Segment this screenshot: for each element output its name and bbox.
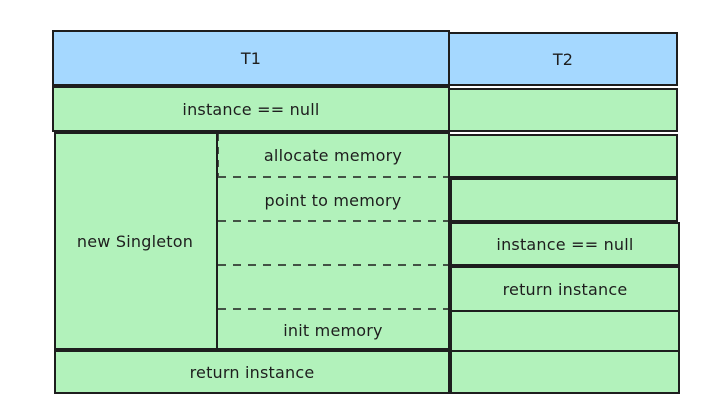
t2-check-null-label: instance == null xyxy=(496,234,634,254)
t1-step-allocate-label: allocate memory xyxy=(263,145,403,165)
t2-empty-cell-3 xyxy=(450,178,678,222)
t1-step-point-label: point to memory xyxy=(264,190,402,210)
t1-step-init: init memory xyxy=(218,310,448,350)
t2-empty-cell-4 xyxy=(450,310,680,352)
header-t1-label: T1 xyxy=(240,48,262,68)
header-t2-label: T2 xyxy=(552,49,574,69)
t1-check-null-cell: instance == null xyxy=(52,86,450,132)
t1-return-instance-cell: return instance xyxy=(54,350,450,394)
t2-return-instance-cell: return instance xyxy=(450,266,680,312)
t1-step-empty-1 xyxy=(218,222,448,266)
t1-new-singleton-label-cell: new Singleton xyxy=(54,132,218,350)
t2-empty-cell-5 xyxy=(450,350,680,394)
t1-step-allocate: allocate memory xyxy=(218,134,448,176)
t1-check-null-label: instance == null xyxy=(182,99,320,119)
header-t2: T2 xyxy=(448,32,678,86)
t1-new-singleton-block xyxy=(54,132,450,350)
t1-return-instance-label: return instance xyxy=(189,362,315,382)
t2-empty-cell-2 xyxy=(448,134,678,178)
t1-step-init-label: init memory xyxy=(283,320,383,340)
t2-return-instance-label: return instance xyxy=(502,279,628,299)
t1-new-singleton-label: new Singleton xyxy=(76,231,194,251)
t1-step-empty-2 xyxy=(218,266,448,310)
t1-step-point: point to memory xyxy=(218,178,448,222)
t2-empty-cell-1 xyxy=(448,88,678,132)
t2-check-null-cell: instance == null xyxy=(450,222,680,266)
header-t1: T1 xyxy=(52,30,450,86)
